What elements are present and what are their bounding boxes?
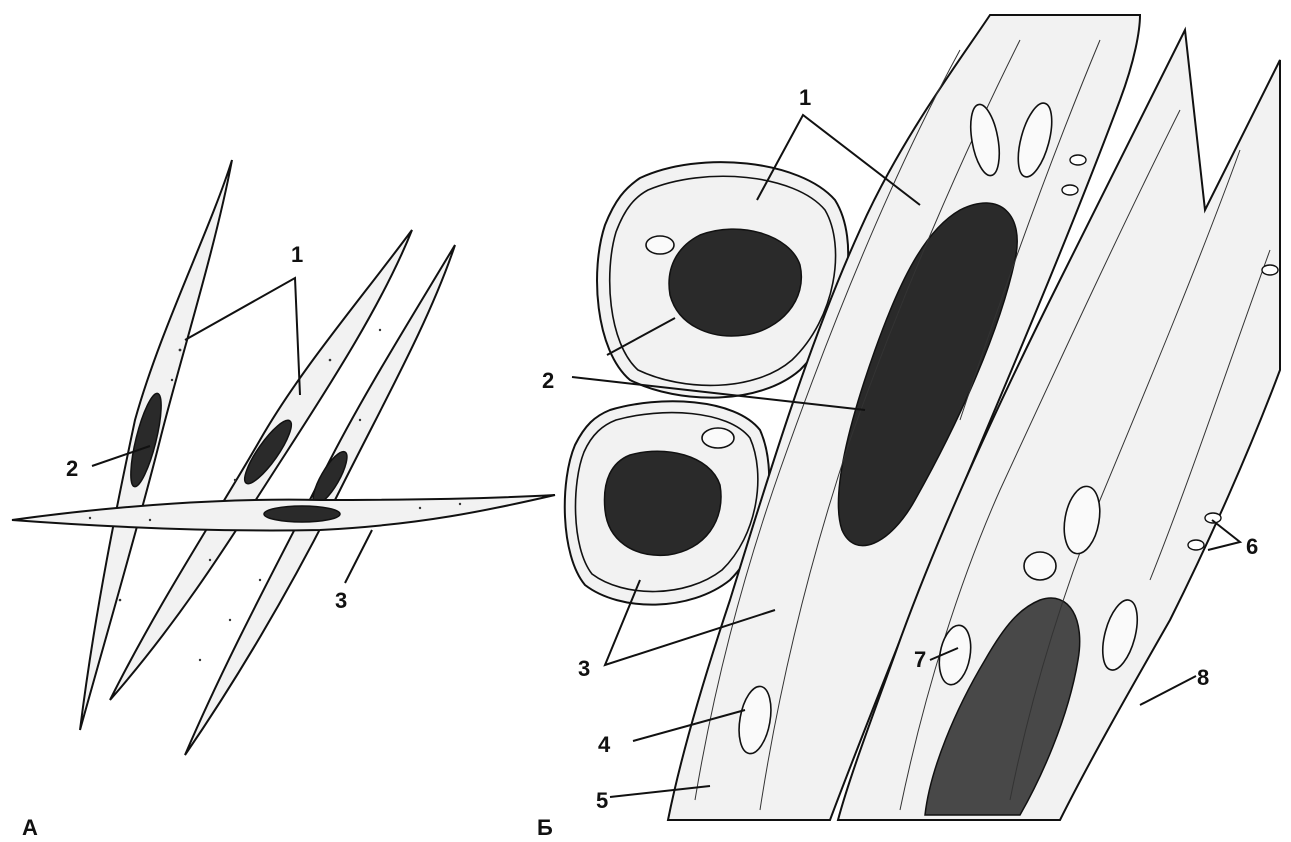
panel-label-b: Б (537, 815, 553, 840)
label-a-3: 3 (335, 588, 347, 613)
label-b-3: 3 (578, 656, 590, 681)
leader-b8 (1140, 676, 1196, 705)
spindle-nucleus-horizontal (264, 506, 340, 522)
panel-a-drawing (12, 160, 555, 755)
label-b-1: 1 (799, 85, 811, 110)
label-a-2: 2 (66, 456, 78, 481)
label-a-1: 1 (291, 242, 303, 267)
label-b-6: 6 (1246, 534, 1258, 559)
leader-a1 (185, 278, 300, 395)
label-b-5: 5 (596, 788, 608, 813)
panel-label-a: А (22, 815, 38, 840)
label-b-2: 2 (542, 368, 554, 393)
round-cell-bottom-nucleus (604, 451, 721, 555)
panel-b-drawing (565, 15, 1280, 820)
label-b-4: 4 (598, 732, 611, 757)
leader-a3 (345, 530, 372, 583)
label-b-8: 8 (1197, 665, 1209, 690)
label-b-7: 7 (914, 647, 926, 672)
